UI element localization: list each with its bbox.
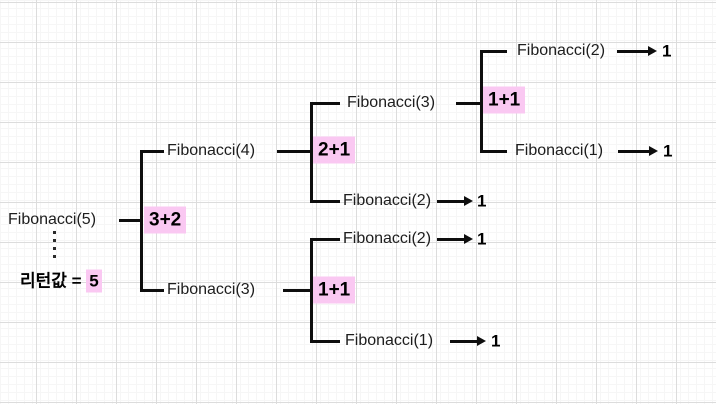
dotted-connector <box>53 231 56 258</box>
result-fib2-mid: 1 <box>477 191 487 211</box>
branch-vline-fib3-bottom <box>310 238 313 343</box>
return-value: 5 <box>86 269 102 293</box>
node-fib2-lower: Fibonacci(2) <box>343 230 432 247</box>
sum-fib5: 3+2 <box>144 206 187 234</box>
result-fib2-top: 1 <box>662 41 672 61</box>
branch-stub-fib2-mid <box>310 200 340 203</box>
branch-stub-fib1-top <box>480 150 507 153</box>
connector-fib3-top-sum <box>456 102 483 105</box>
branch-vline-fib3-top <box>480 50 483 153</box>
node-fib4: Fibonacci(4) <box>167 142 256 159</box>
connector-fib4-sum <box>277 150 312 153</box>
branch-stub-fib3-top <box>310 102 340 105</box>
node-fib3-top: Fibonacci(3) <box>347 94 436 111</box>
dot <box>53 231 56 234</box>
result-arrow-fib2-mid <box>437 200 464 203</box>
node-fib5: Fibonacci(5) <box>8 211 97 228</box>
dot <box>53 255 56 258</box>
node-fib1-top: Fibonacci(1) <box>515 142 604 159</box>
result-arrow-fib1-bottom <box>450 340 477 343</box>
sum-fib4: 2+1 <box>313 136 356 164</box>
result-arrow-fib1-top <box>618 150 649 153</box>
node-fib3-bottom: Fibonacci(3) <box>167 281 256 298</box>
connector-fib3-bottom-sum <box>283 289 311 292</box>
sum-fib3-top: 1+1 <box>483 86 526 114</box>
dot <box>53 247 56 250</box>
result-fib1-top: 1 <box>663 141 673 161</box>
branch-vline-fib4 <box>310 102 313 203</box>
branch-stub-fib1-bottom <box>310 340 340 343</box>
result-fib1-bottom: 1 <box>491 331 501 351</box>
return-value-label: 리턴값 = <box>20 271 87 291</box>
branch-stub-fib2-lower <box>310 238 340 241</box>
node-fib2-top: Fibonacci(2) <box>517 42 606 59</box>
sum-fib3-bottom: 1+1 <box>313 276 356 304</box>
node-fib2-mid: Fibonacci(2) <box>343 192 432 209</box>
result-arrow-fib2-top <box>617 50 648 53</box>
branch-stub-fib4 <box>140 150 164 153</box>
branch-stub-fib2-top <box>480 50 507 53</box>
dot <box>53 239 56 242</box>
result-arrow-fib2-lower <box>437 238 464 241</box>
branch-vline-root <box>140 150 143 292</box>
connector-fib5-sum <box>119 219 142 222</box>
return-value-note: 리턴값 = 5 <box>20 269 102 293</box>
branch-stub-fib3-bottom <box>140 289 164 292</box>
result-fib2-lower: 1 <box>477 229 487 249</box>
node-fib1-bottom: Fibonacci(1) <box>345 332 434 349</box>
